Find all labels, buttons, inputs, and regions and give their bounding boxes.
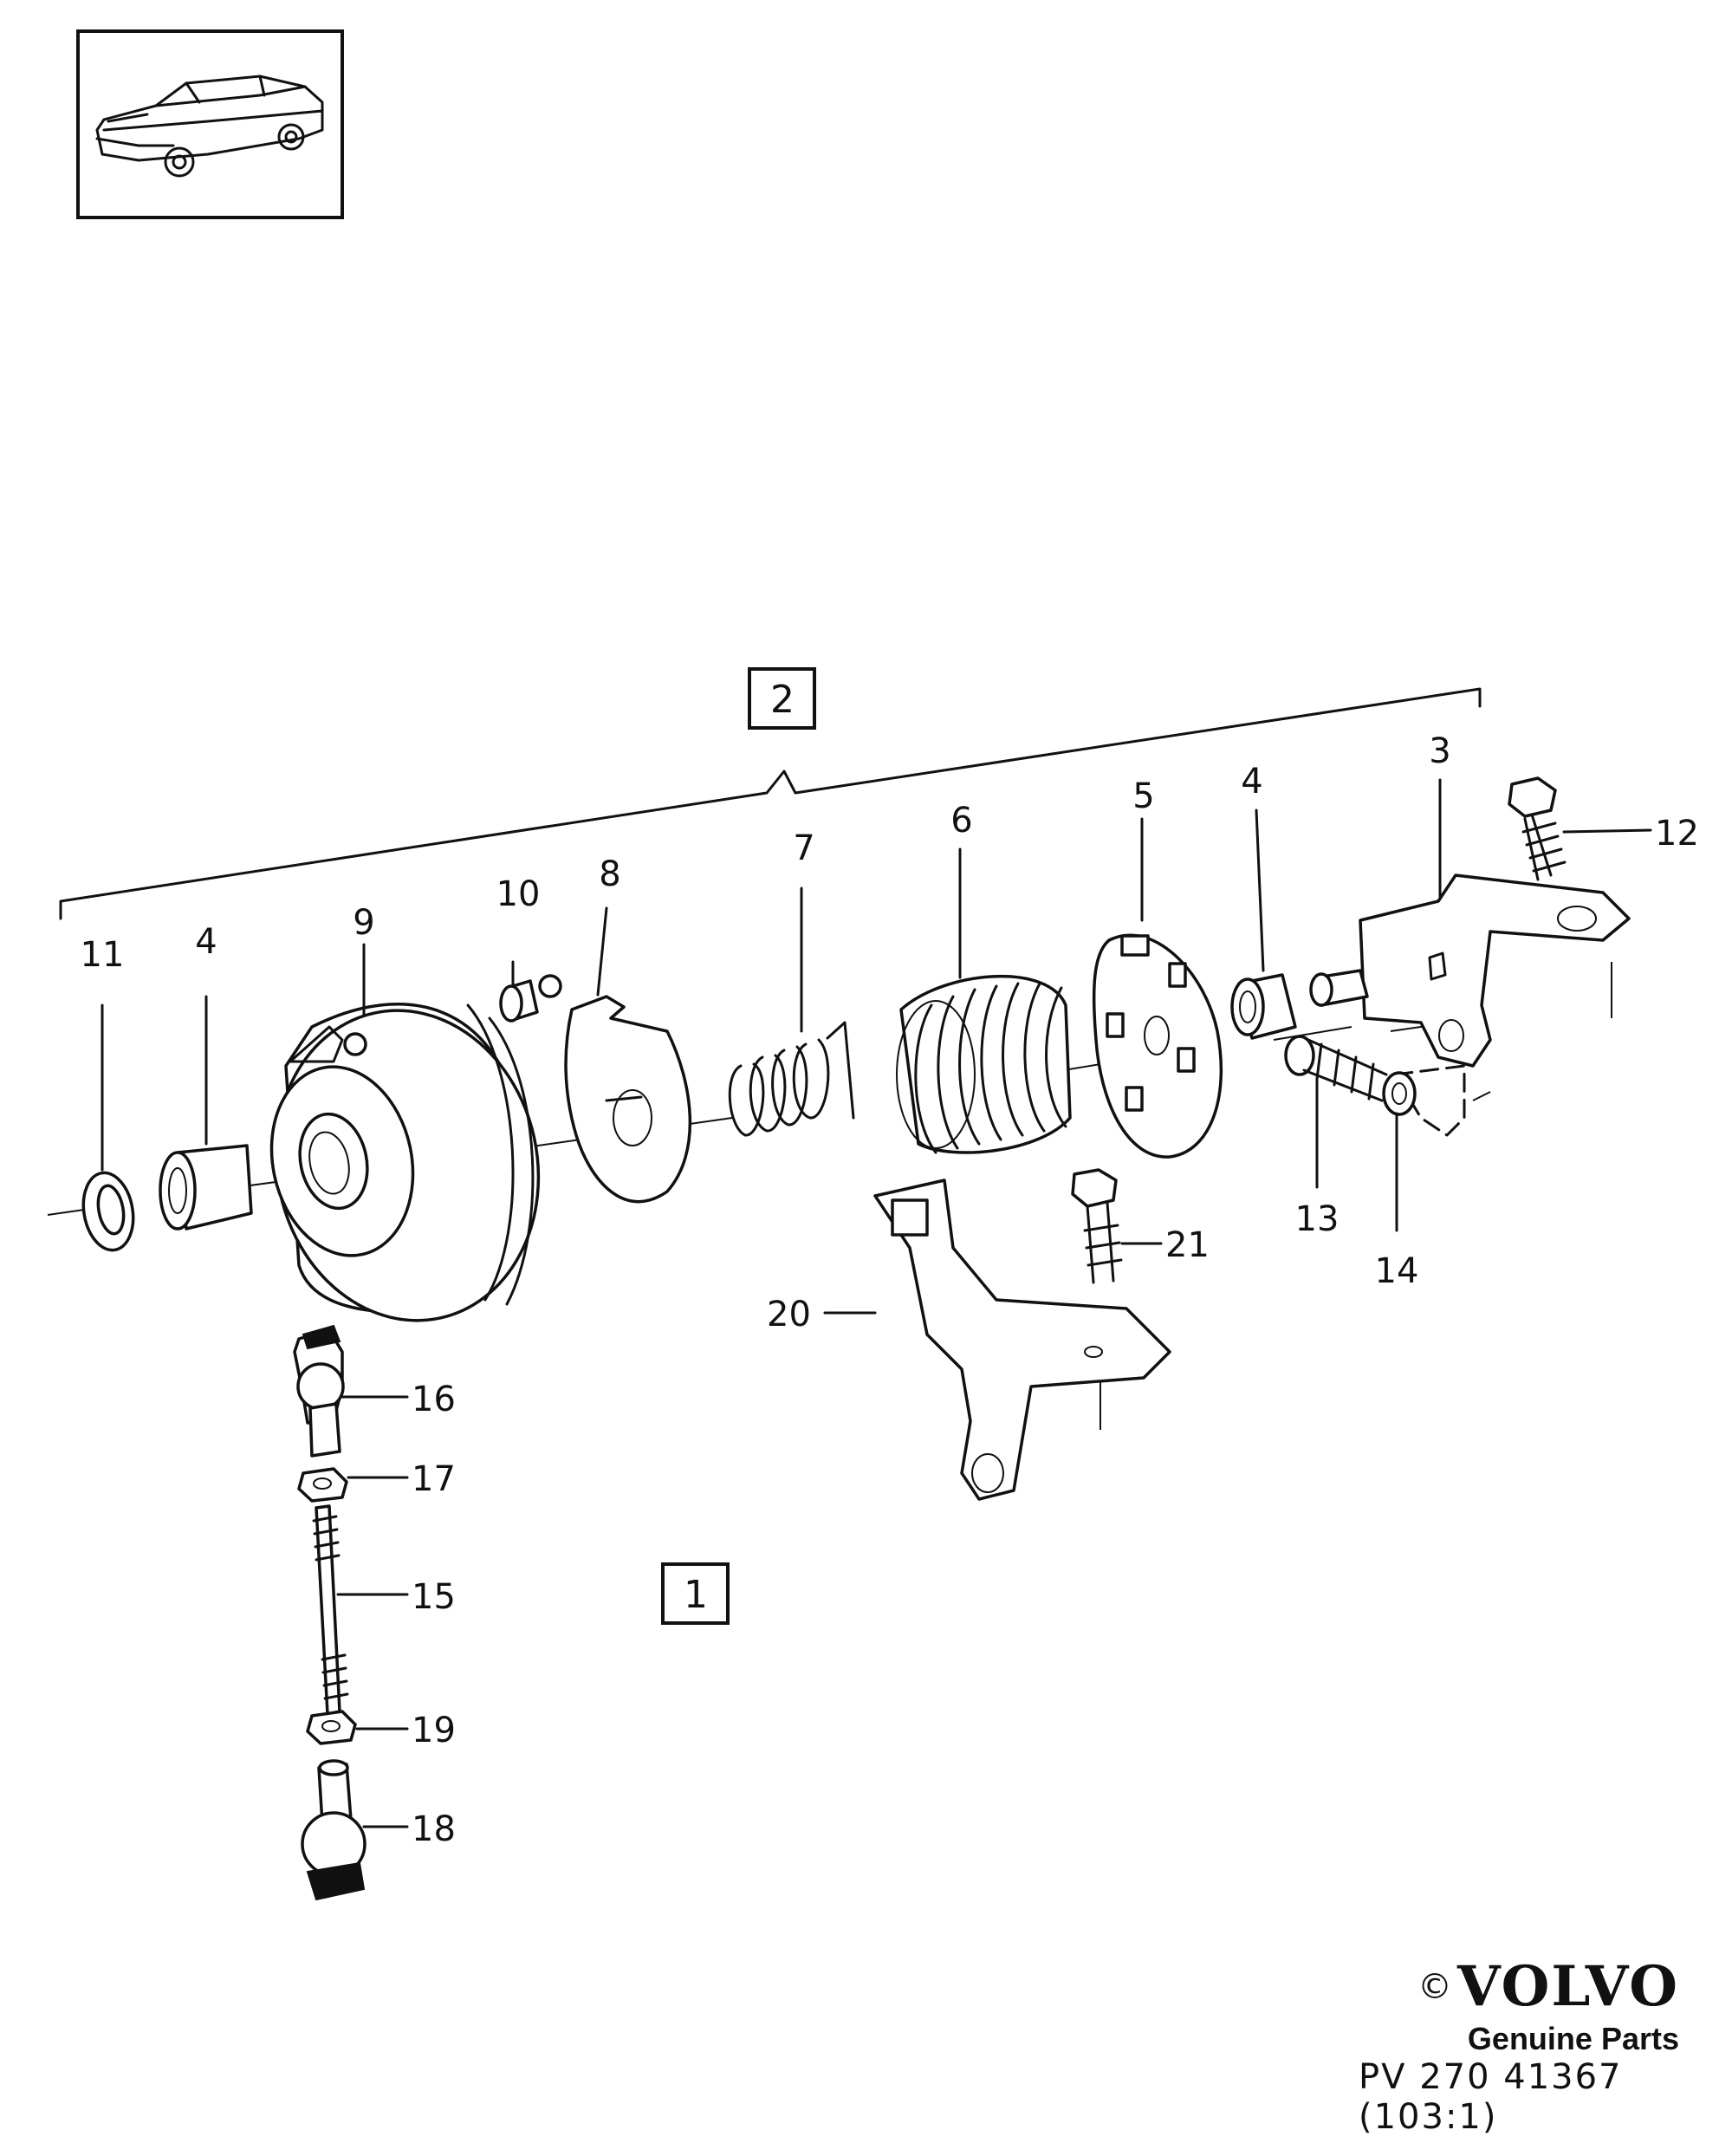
part-18-ball-socket [301, 1759, 367, 1901]
callout-7: 7 [793, 828, 814, 868]
callout-5: 5 [1132, 776, 1154, 816]
part-13-adjusting-screw [1284, 1035, 1388, 1102]
part-6-large-spring [896, 974, 1072, 1154]
leader-lines [101, 778, 1652, 1828]
callout-16: 16 [412, 1380, 456, 1419]
box-callout-1: 1 [661, 1562, 730, 1625]
part-4-bushing-right [1230, 973, 1297, 1040]
vehicle-thumbnail [76, 29, 344, 219]
svg-text:2: 2 [770, 678, 795, 722]
volvo-logo: VOLVO [1457, 1954, 1679, 2019]
part-9-drum [269, 1003, 541, 1322]
callout-4-left: 4 [195, 922, 217, 962]
part-21-bolt [1071, 1168, 1123, 1284]
callout-17: 17 [412, 1459, 456, 1499]
callout-12: 12 [1655, 814, 1699, 854]
group-bracket [59, 687, 1482, 920]
diagram-code: PV 270 41367 [1359, 2057, 1623, 2097]
brand-block: © VOLVO Genuine Parts PV 270 41367 (103:… [1315, 1954, 1679, 2137]
part-callouts: 11 4 9 10 8 7 6 5 4 3 12 13 14 21 20 16 … [81, 731, 1699, 1849]
callout-18: 18 [412, 1809, 456, 1849]
callout-21: 21 [1165, 1225, 1210, 1265]
callout-3: 3 [1429, 731, 1450, 771]
part-14-nut [1382, 1071, 1417, 1116]
part-17-nut [297, 1467, 348, 1503]
brand-logo-row: © VOLVO [1315, 1954, 1679, 2019]
callout-9: 9 [353, 903, 374, 943]
part-11-circlip [81, 1171, 135, 1252]
part-19-nut [306, 1710, 357, 1745]
svg-text:1: 1 [684, 1573, 708, 1617]
genuine-parts-label: Genuine Parts [1467, 2021, 1679, 2056]
callout-15: 15 [412, 1577, 456, 1617]
copyright-symbol: © [1417, 1966, 1453, 2007]
part-5-spring-plate [1092, 933, 1223, 1159]
callout-19: 19 [412, 1711, 456, 1750]
box-callout-2: 2 [748, 667, 816, 730]
part-10-pin [499, 974, 562, 1023]
part-8-lock-plate [564, 995, 692, 1204]
callout-11: 11 [81, 935, 125, 975]
part-15-threaded-rod [312, 1504, 349, 1716]
part-16-ball-socket [293, 1324, 345, 1458]
callout-13: 13 [1295, 1199, 1340, 1239]
callout-6: 6 [950, 801, 972, 841]
part-7-small-spring [728, 1021, 855, 1137]
part-3-bracket [1309, 873, 1631, 1137]
part-4-bushing-left [159, 1144, 253, 1231]
part-20-bracket [873, 1179, 1171, 1501]
callout-8: 8 [599, 854, 620, 894]
diagram-ref: (103:1) [1359, 2097, 1498, 2137]
callout-20: 20 [767, 1295, 811, 1335]
callout-10: 10 [496, 874, 541, 914]
part-12-bolt [1508, 776, 1567, 881]
callout-4-right: 4 [1241, 762, 1262, 802]
callout-14: 14 [1375, 1251, 1419, 1291]
